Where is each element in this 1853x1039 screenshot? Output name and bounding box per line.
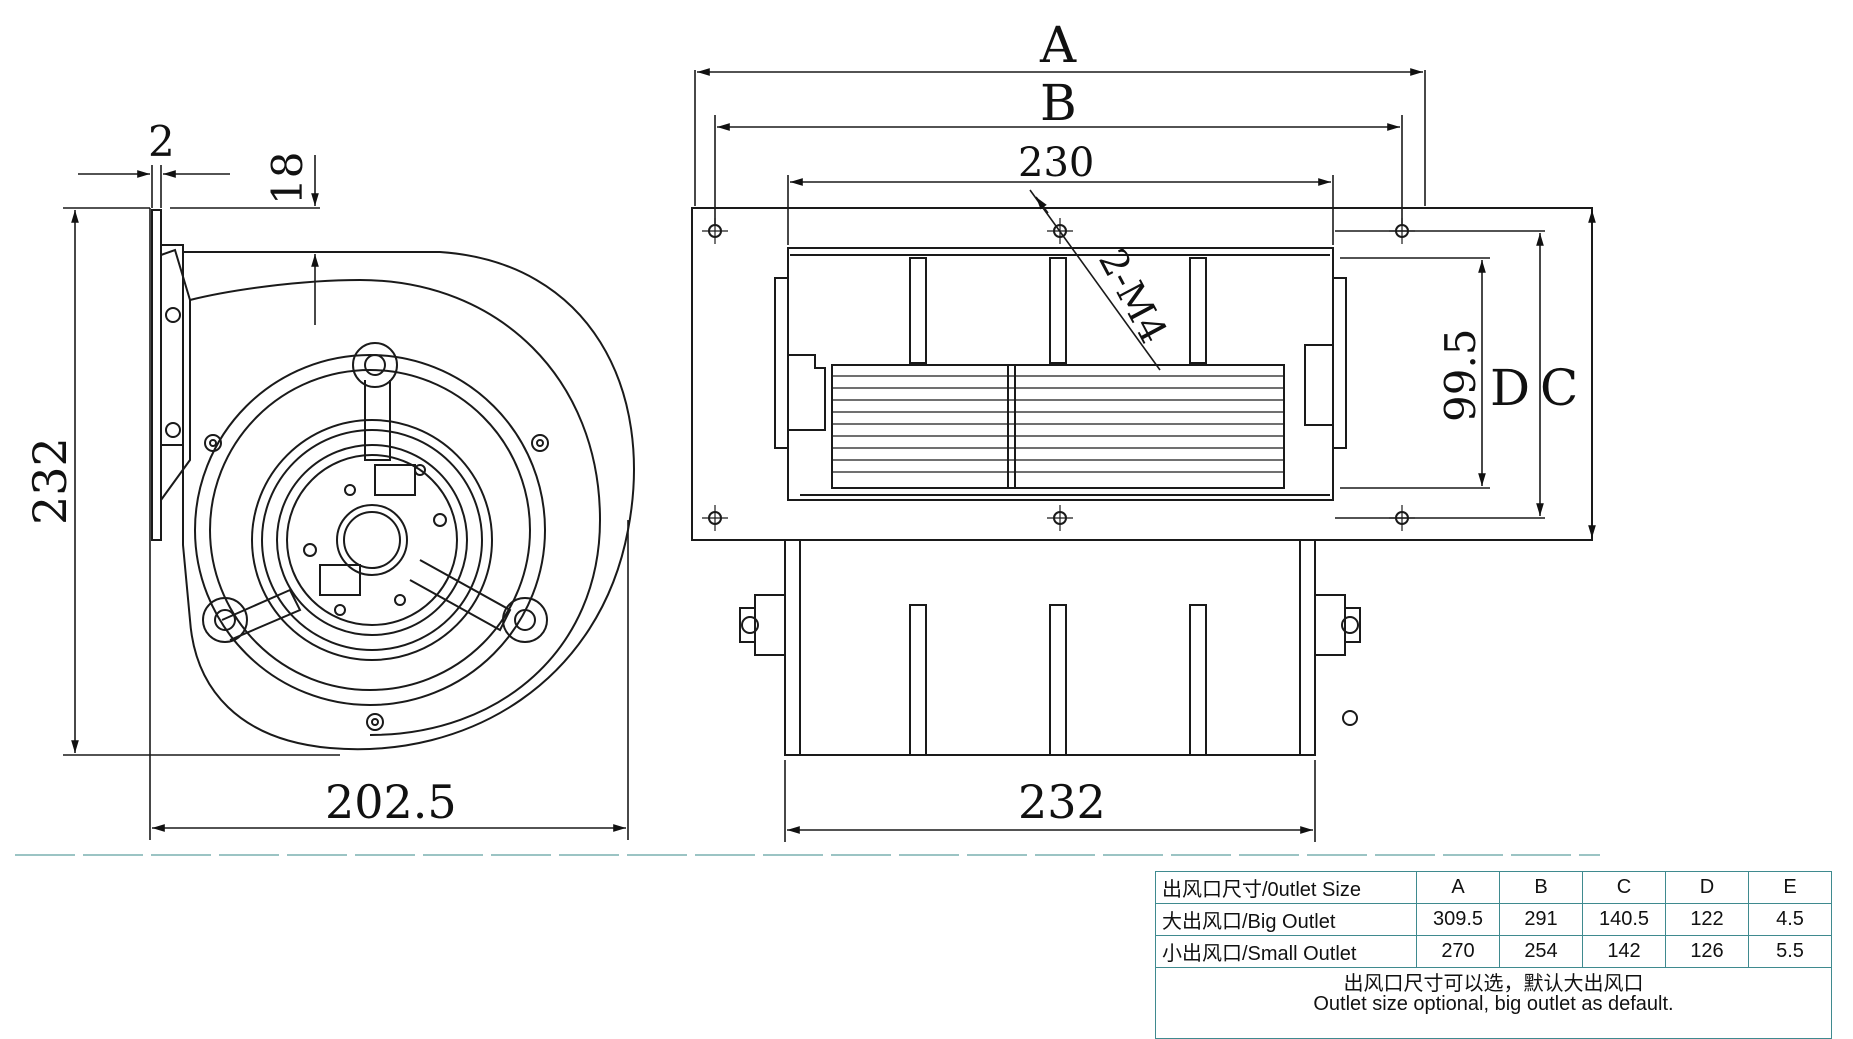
label-D: D [1490, 359, 1530, 417]
table-header-row: 出风口尺寸/0utlet Size A B C D E [1155, 871, 1832, 904]
table-cell: 4.5 [1748, 903, 1832, 936]
dim-mount-holes: 2-M4 [1090, 242, 1176, 351]
table-cell: 291 [1499, 903, 1583, 936]
table-note-row: 出风口尺寸可以选，默认大出风口 Outlet size optional, bi… [1155, 967, 1832, 1039]
dim-flange-thickness: 2 [148, 117, 175, 166]
dim-outlet-height: 99.5 [1436, 328, 1485, 422]
table-cell: 142 [1582, 935, 1666, 968]
table-header-cell: B [1499, 871, 1583, 904]
table-header-cell: E [1748, 871, 1832, 904]
table-row: 大出风口/Big Outlet 309.5 291 140.5 122 4.5 [1155, 903, 1832, 936]
scroll-housing [182, 251, 635, 751]
table-header-cell: D [1665, 871, 1749, 904]
table-cell: 270 [1416, 935, 1500, 968]
dim-side-width: 202.5 [325, 775, 457, 829]
table-cell: 5.5 [1748, 935, 1832, 968]
dim-top-offset: 18 [263, 152, 312, 205]
table-cell: 140.5 [1582, 903, 1666, 936]
outlet-size-table: 出风口尺寸/0utlet Size A B C D E 大出风口/Big Out… [1155, 871, 1832, 1039]
note-chinese: 出风口尺寸可以选，默认大出风口 [1343, 973, 1644, 995]
table-cell: 309.5 [1416, 903, 1500, 936]
table-cell: 254 [1499, 935, 1583, 968]
label-A: A [1039, 16, 1077, 74]
dim-front-width: 232 [1018, 775, 1106, 829]
table-cell: 大出风口/Big Outlet [1155, 903, 1417, 936]
label-C: C [1540, 359, 1578, 417]
table-header-cell: A [1416, 871, 1500, 904]
table-cell: 122 [1665, 903, 1749, 936]
table-cell: 小出风口/Small Outlet [1155, 935, 1417, 968]
motor-hub [336, 504, 408, 576]
technical-drawing: 2 18 232 202.5 [15, 16, 1600, 856]
side-dimensions [63, 155, 629, 840]
front-view [691, 207, 1593, 756]
dim-side-height: 232 [23, 437, 77, 525]
front-dimensions [694, 68, 1596, 842]
note-english: Outlet size optional, big outlet as defa… [1313, 993, 1674, 1015]
hole-centers [702, 218, 1415, 531]
table-header-cell: 出风口尺寸/0utlet Size [1155, 871, 1417, 904]
rotor-fins [832, 375, 1284, 473]
rotor [831, 364, 1285, 489]
dim-rotor-length: 230 [1018, 140, 1094, 186]
side-view [151, 209, 635, 751]
label-B: B [1040, 74, 1077, 132]
table-note: 出风口尺寸可以选，默认大出风口 Outlet size optional, bi… [1155, 967, 1832, 1039]
table-header-cell: C [1582, 871, 1666, 904]
table-row: 小出风口/Small Outlet 270 254 142 126 5.5 [1155, 935, 1832, 968]
side-flange [151, 209, 162, 541]
table-cell: 126 [1665, 935, 1749, 968]
